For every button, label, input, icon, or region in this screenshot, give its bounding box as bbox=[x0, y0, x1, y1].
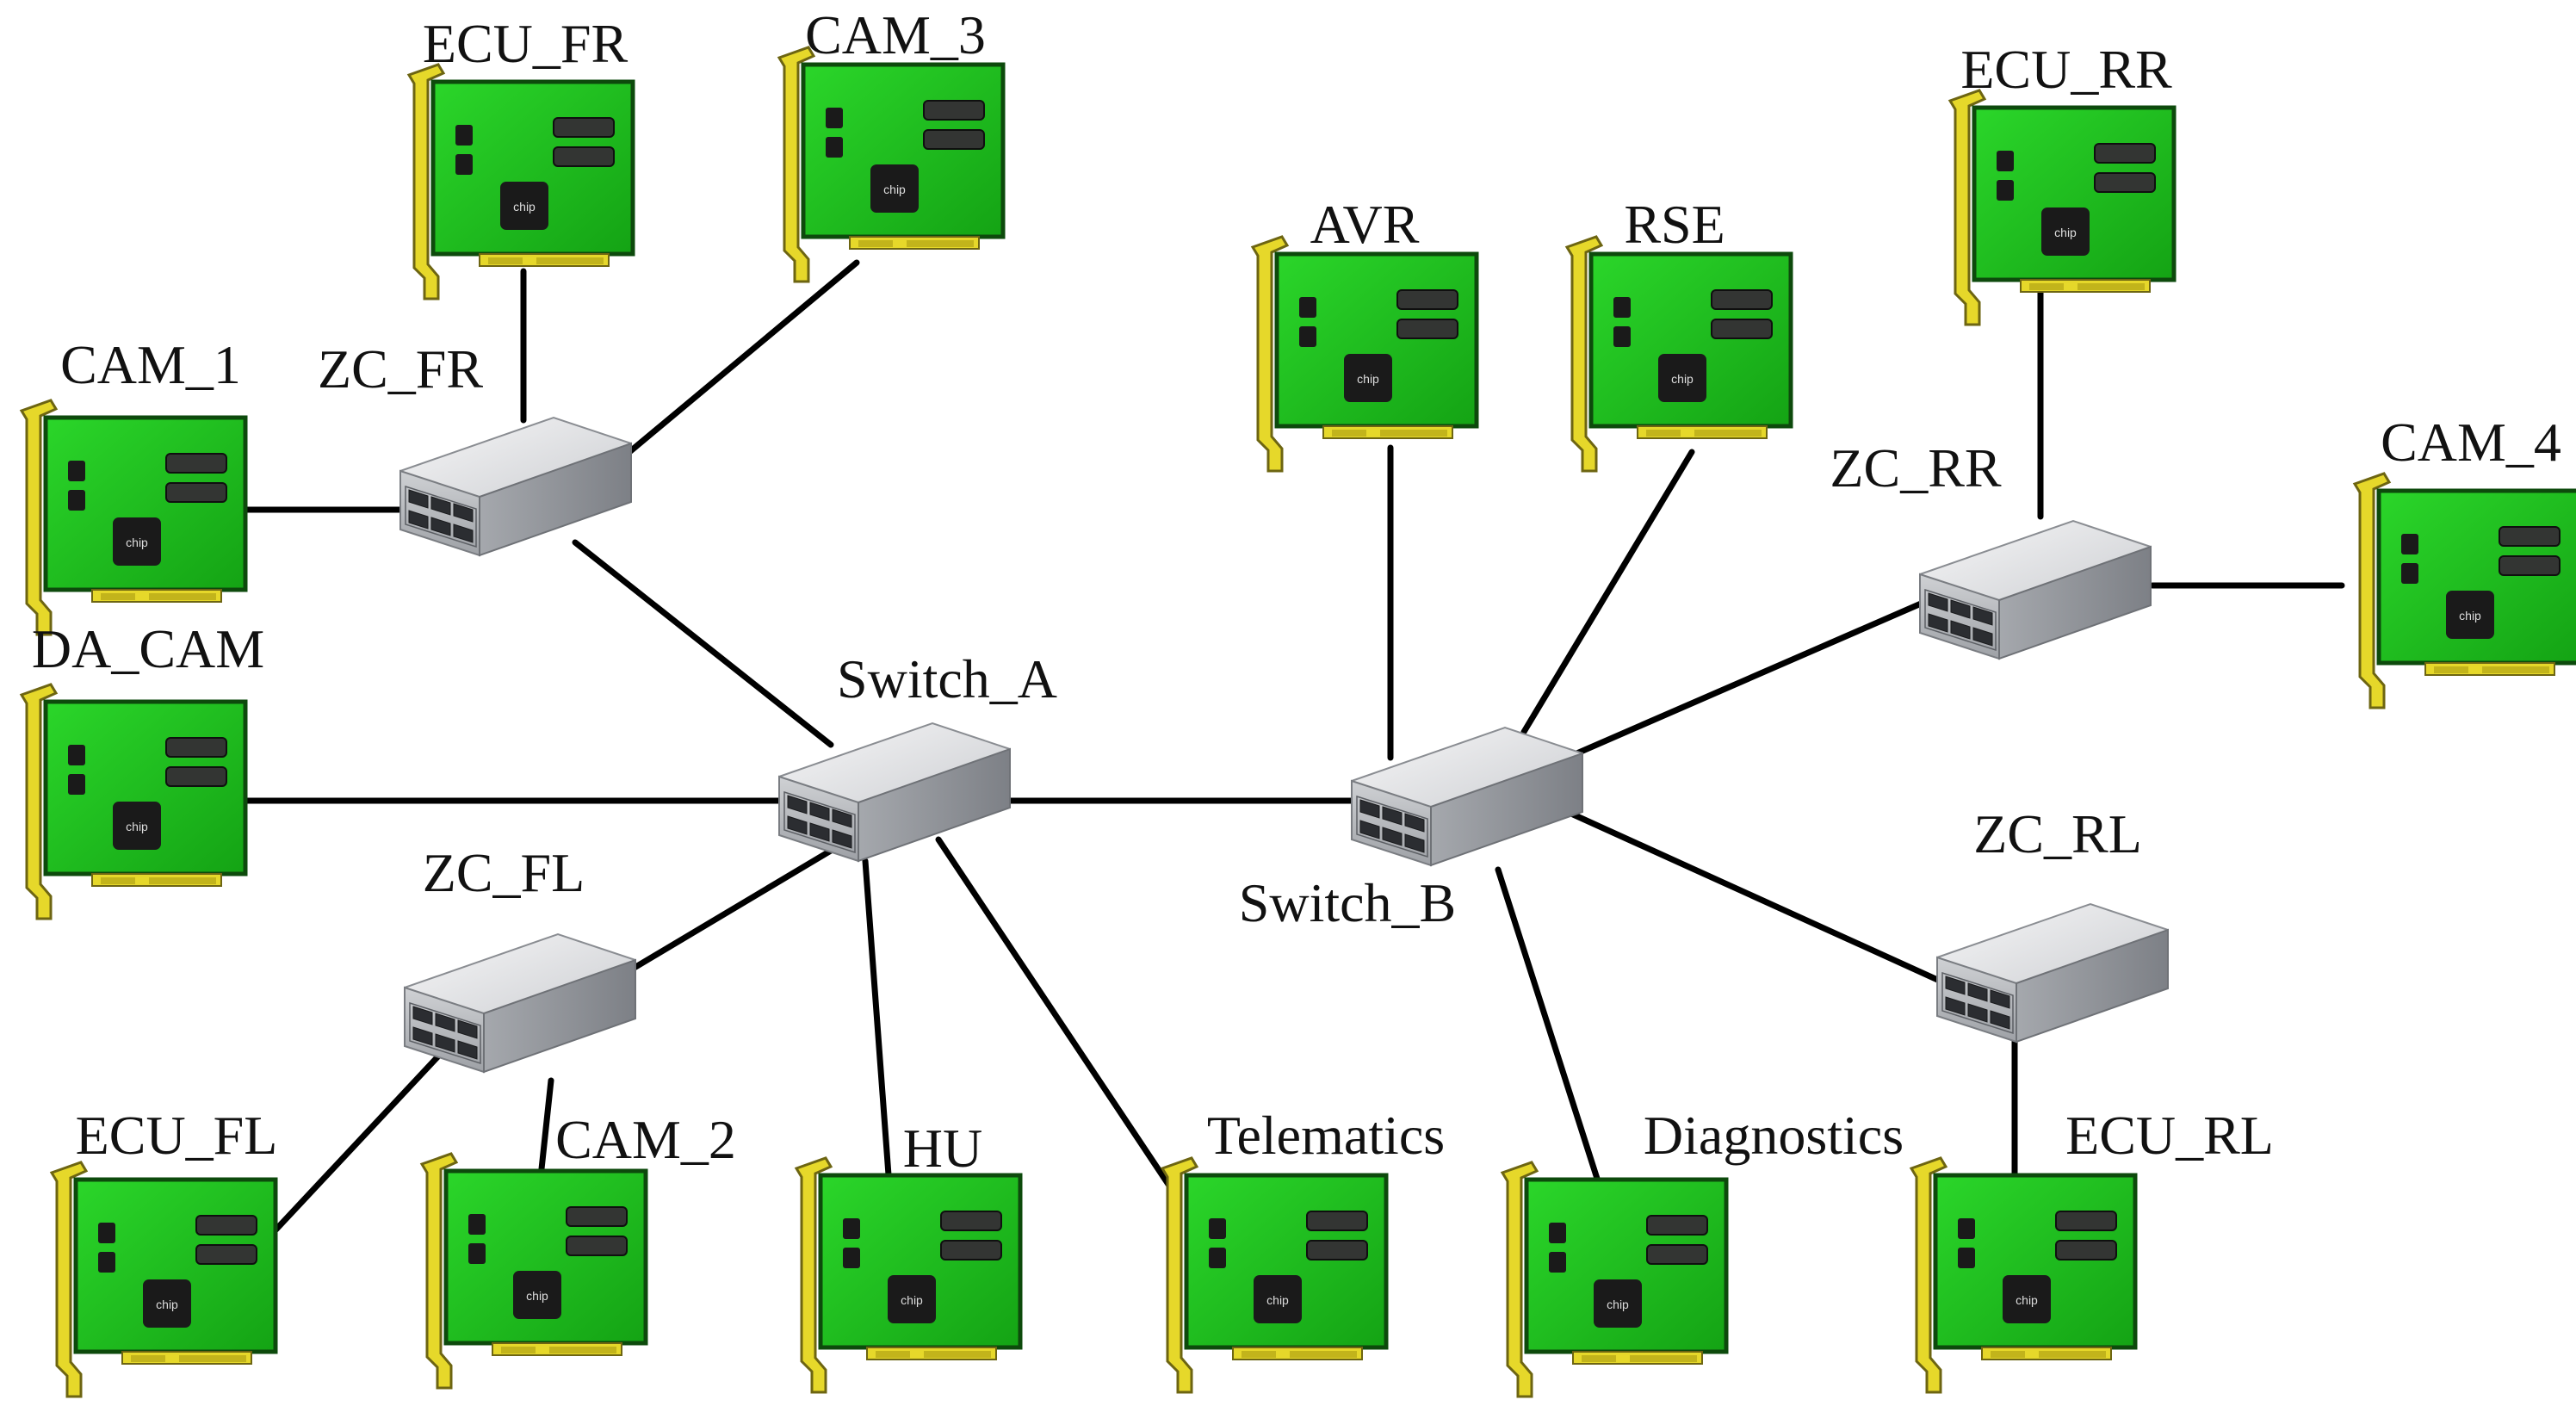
switch-icon-zc-rl[interactable] bbox=[1936, 902, 2169, 1044]
switch-icon-zc-fr[interactable] bbox=[399, 416, 632, 557]
switch-label-zc-rl: ZC_RL bbox=[1973, 803, 2142, 864]
link-zc-fr-to-switch-a bbox=[572, 539, 834, 748]
switch-icon-switch-a[interactable] bbox=[778, 722, 1011, 863]
card-label-ecu-fl: ECU_FL bbox=[76, 1105, 278, 1166]
link-switch-a-to-zc-fl bbox=[629, 845, 839, 972]
card-label-ecu-rr: ECU_RR bbox=[1960, 39, 2172, 100]
card-label-telematics: Telematics bbox=[1207, 1105, 1445, 1166]
chip-label: chip bbox=[901, 1293, 923, 1307]
chip-label: chip bbox=[2459, 609, 2481, 622]
card-icon-ecu-fl[interactable]: chip bbox=[49, 1161, 278, 1398]
card-icon-ecu-rl[interactable]: chip bbox=[1909, 1156, 2138, 1394]
card-icon-cam-1[interactable]: chip bbox=[19, 399, 248, 636]
card-label-cam-2: CAM_2 bbox=[555, 1109, 736, 1170]
links-layer bbox=[240, 259, 2345, 1252]
card-icon-hu[interactable]: chip bbox=[794, 1156, 1023, 1394]
chip-label: chip bbox=[1607, 1298, 1629, 1311]
chip-label: chip bbox=[1671, 372, 1694, 386]
chip-label: chip bbox=[126, 820, 148, 833]
card-icon-avr[interactable]: chip bbox=[1250, 235, 1479, 473]
card-icon-telematics[interactable]: chip bbox=[1160, 1156, 1389, 1394]
link-switch-b-to-zc-rr bbox=[1564, 595, 1936, 761]
link-switch-b-to-rse bbox=[1520, 449, 1695, 735]
labels-layer: ZC_FR Switch_A ZC_FL Switch_B ZC_RR ZC_RL ECU_… bbox=[32, 4, 2561, 1179]
switch-label-zc-fr: ZC_FR bbox=[318, 338, 483, 400]
switch-icon-zc-rr[interactable] bbox=[1919, 519, 2152, 660]
card-label-avr: AVR bbox=[1310, 194, 1420, 255]
card-icon-diagnostics[interactable]: chip bbox=[1500, 1161, 1729, 1398]
chip-label: chip bbox=[2054, 226, 2077, 239]
card-icon-ecu-fr[interactable]: chip bbox=[406, 63, 635, 300]
card-label-cam-1: CAM_1 bbox=[60, 334, 241, 395]
chip-label: chip bbox=[883, 183, 906, 196]
switch-label-switch-a: Switch_A bbox=[837, 648, 1057, 709]
card-label-cam-3: CAM_3 bbox=[805, 4, 986, 65]
card-icon-ecu-rr[interactable]: chip bbox=[1947, 89, 2177, 326]
link-switch-b-to-diagnostics bbox=[1495, 866, 1609, 1209]
switch-icon-zc-fl[interactable] bbox=[404, 932, 636, 1074]
chip-label: chip bbox=[156, 1298, 178, 1311]
chip-label: chip bbox=[1357, 372, 1379, 386]
chip-label: chip bbox=[513, 200, 536, 214]
chip-label: chip bbox=[126, 536, 148, 549]
card-label-cam-4: CAM_4 bbox=[2381, 412, 2561, 473]
switch-label-zc-fl: ZC_FL bbox=[423, 842, 585, 903]
switch-icon-switch-b[interactable] bbox=[1351, 726, 1583, 867]
link-zc-fl-to-ecu-fl bbox=[255, 1043, 451, 1252]
card-label-ecu-fr: ECU_FR bbox=[423, 13, 629, 74]
chip-label: chip bbox=[526, 1289, 548, 1303]
switch-label-switch-b: Switch_B bbox=[1239, 872, 1456, 933]
link-switch-b-to-zc-rl bbox=[1568, 810, 1945, 985]
link-switch-a-to-hu bbox=[862, 858, 895, 1213]
chip-label: chip bbox=[1266, 1293, 1289, 1307]
link-switch-a-to-telematics bbox=[935, 836, 1183, 1205]
card-icon-cam-3[interactable]: chip bbox=[777, 46, 1006, 283]
card-label-ecu-rl: ECU_RL bbox=[2065, 1105, 2274, 1166]
card-label-rse: RSE bbox=[1624, 194, 1725, 255]
card-label-diagnostics: Diagnostics bbox=[1644, 1105, 1904, 1166]
nodes-layer: chip chip chip chip chip chip chip chip chip chip… bbox=[19, 46, 2576, 1398]
chip-label: chip bbox=[2016, 1293, 2038, 1307]
link-zc-fr-to-cam-3 bbox=[621, 259, 860, 460]
card-label-hu: HU bbox=[903, 1118, 982, 1179]
card-icon-cam-4[interactable]: chip bbox=[2352, 472, 2576, 709]
card-label-da-cam: DA_CAM bbox=[32, 618, 264, 679]
card-icon-da-cam[interactable]: chip bbox=[19, 683, 248, 920]
switch-label-zc-rr: ZC_RR bbox=[1830, 437, 2001, 499]
card-icon-rse[interactable]: chip bbox=[1564, 235, 1793, 473]
card-icon-cam-2[interactable]: chip bbox=[419, 1152, 648, 1390]
